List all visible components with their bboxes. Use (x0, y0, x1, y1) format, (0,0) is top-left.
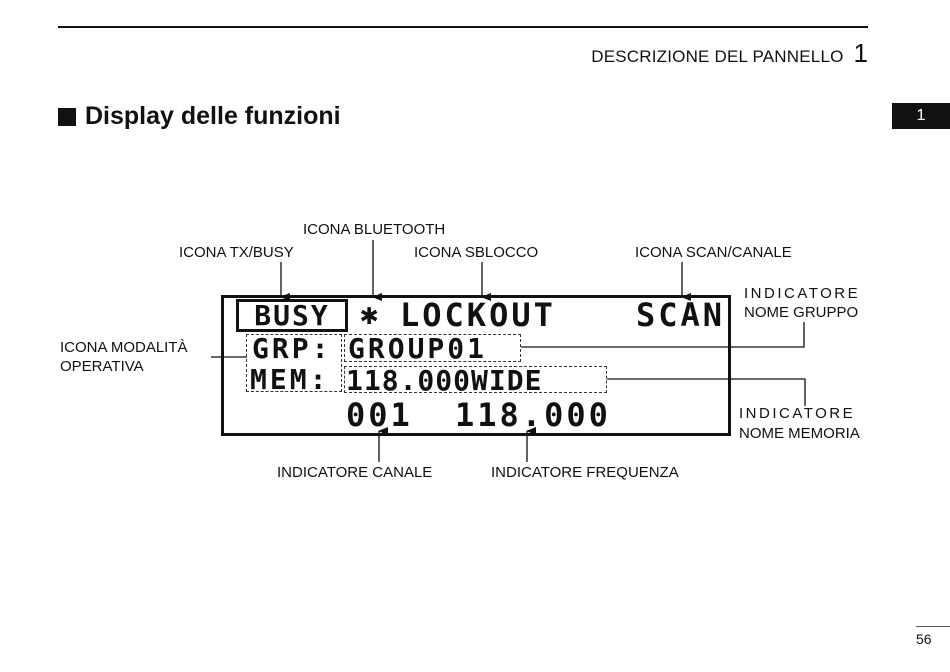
lockout-text: LOCKOUT (400, 296, 556, 334)
lcd-display (221, 295, 731, 436)
callout-channel: INDICATORE CANALE (277, 464, 433, 481)
callout-mode-line2: OPERATIVA (60, 358, 144, 375)
connector-memory (607, 378, 806, 406)
section-title-text: Display delle funzioni (85, 102, 341, 130)
callout-mode-line1: ICONA MODALITÀ (60, 339, 188, 356)
memory-name-outline (344, 366, 607, 393)
header-chapter-number: 1 (853, 38, 868, 68)
callout-group-line1: INDICATORE (744, 285, 861, 302)
header-section-label: DESCRIZIONE DEL PANNELLO (591, 47, 844, 66)
square-bullet-icon (58, 107, 76, 126)
mem-label: MEM: (250, 363, 330, 396)
page-header: DESCRIZIONE DEL PANNELLO 1 (591, 38, 868, 69)
frequency-readout: 118.000 (455, 396, 611, 434)
callout-scan: ICONA SCAN/CANALE (635, 244, 792, 261)
callout-tx-busy: ICONA TX/BUSY (179, 244, 294, 261)
memory-name-text: 118.000WIDE (346, 364, 543, 397)
connector-group (521, 322, 805, 348)
busy-icon-box: BUSY (236, 299, 348, 332)
section-title: Display delle funzioni (58, 102, 341, 131)
grp-label: GRP: (252, 332, 332, 365)
bluetooth-icon: ✱ (360, 297, 382, 332)
group-name-outline (344, 334, 521, 362)
callout-lockout: ICONA SBLOCCO (414, 244, 539, 261)
chapter-tab: 1 (892, 103, 950, 129)
callout-group-line2: NOME GRUPPO (744, 304, 859, 321)
callout-memory-line2: NOME MEMORIA (739, 425, 860, 442)
page-number: 56 (916, 626, 950, 647)
group-name-text: GROUP01 (348, 332, 488, 365)
top-rule (58, 26, 868, 28)
scan-text: SCAN (636, 296, 726, 334)
callout-memory-line1: INDICATORE (739, 405, 856, 422)
busy-text: BUSY (254, 298, 330, 332)
channel-number: 001 (346, 396, 413, 434)
callout-frequency: INDICATORE FREQUENZA (491, 464, 679, 481)
callout-bluetooth: ICONA BLUETOOTH (303, 221, 446, 238)
mode-icon-outline (246, 334, 342, 392)
